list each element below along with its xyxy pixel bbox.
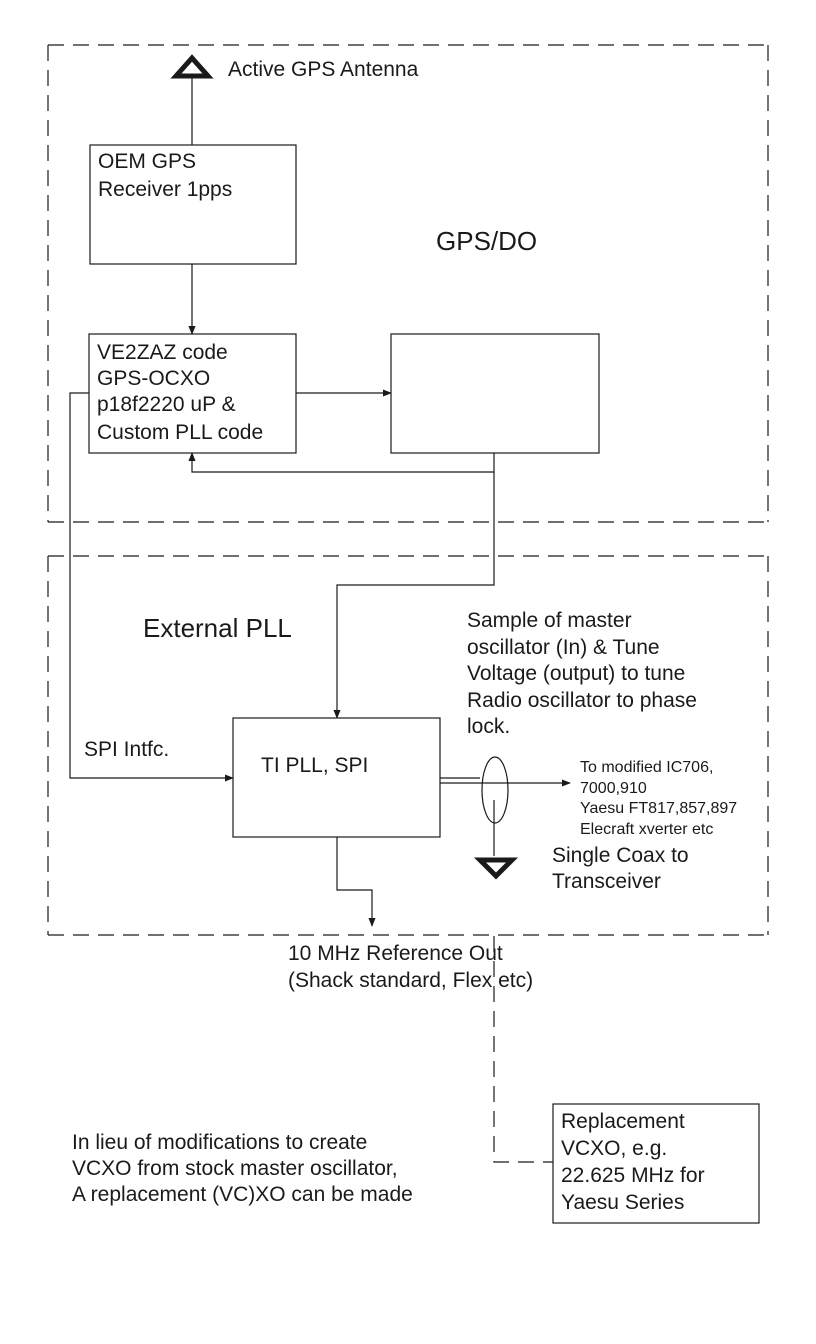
coax-connector-icon bbox=[473, 857, 519, 880]
reference-out-label: 10 MHz Reference Out (Shack standard, Fl… bbox=[288, 942, 533, 992]
controller-block bbox=[88, 333, 297, 454]
spi-interface-label: SPI Intfc. bbox=[84, 738, 169, 761]
antenna-icon bbox=[170, 54, 214, 79]
ti-pll-block bbox=[232, 717, 441, 838]
ti-pll-label: TI PLL, SPI bbox=[261, 754, 368, 777]
gps-receiver-block bbox=[89, 144, 297, 265]
sample-note: Sample of master oscillator (In) & Tune … bbox=[467, 609, 703, 738]
to-radios-note: To modified IC706, 7000,910 Yaesu FT817,… bbox=[580, 759, 742, 838]
in-lieu-note: In lieu of modifications to create VCXO … bbox=[72, 1131, 413, 1206]
replacement-vcxo-block bbox=[552, 1103, 760, 1224]
external-pll-region-label: External PLL bbox=[143, 613, 292, 643]
gps-receiver-label: OEM GPS Receiver 1pps bbox=[98, 150, 232, 201]
external-pll-region-boundary bbox=[47, 555, 769, 936]
replacement-vcxo-label: Replacement VCXO, e.g. 22.625 MHz for Ya… bbox=[561, 1110, 710, 1214]
ocxo-block bbox=[390, 333, 600, 454]
gpsdo-region-boundary bbox=[47, 44, 769, 523]
gpsdo-region-label: GPS/DO bbox=[436, 226, 537, 256]
single-coax-label: Single Coax to Transceiver bbox=[552, 844, 694, 893]
coax-ellipse-icon bbox=[481, 756, 509, 824]
antenna-label: Active GPS Antenna bbox=[228, 58, 419, 81]
controller-label: VE2ZAZ code GPS-OCXO p18f2220 uP & Custo… bbox=[97, 341, 263, 444]
